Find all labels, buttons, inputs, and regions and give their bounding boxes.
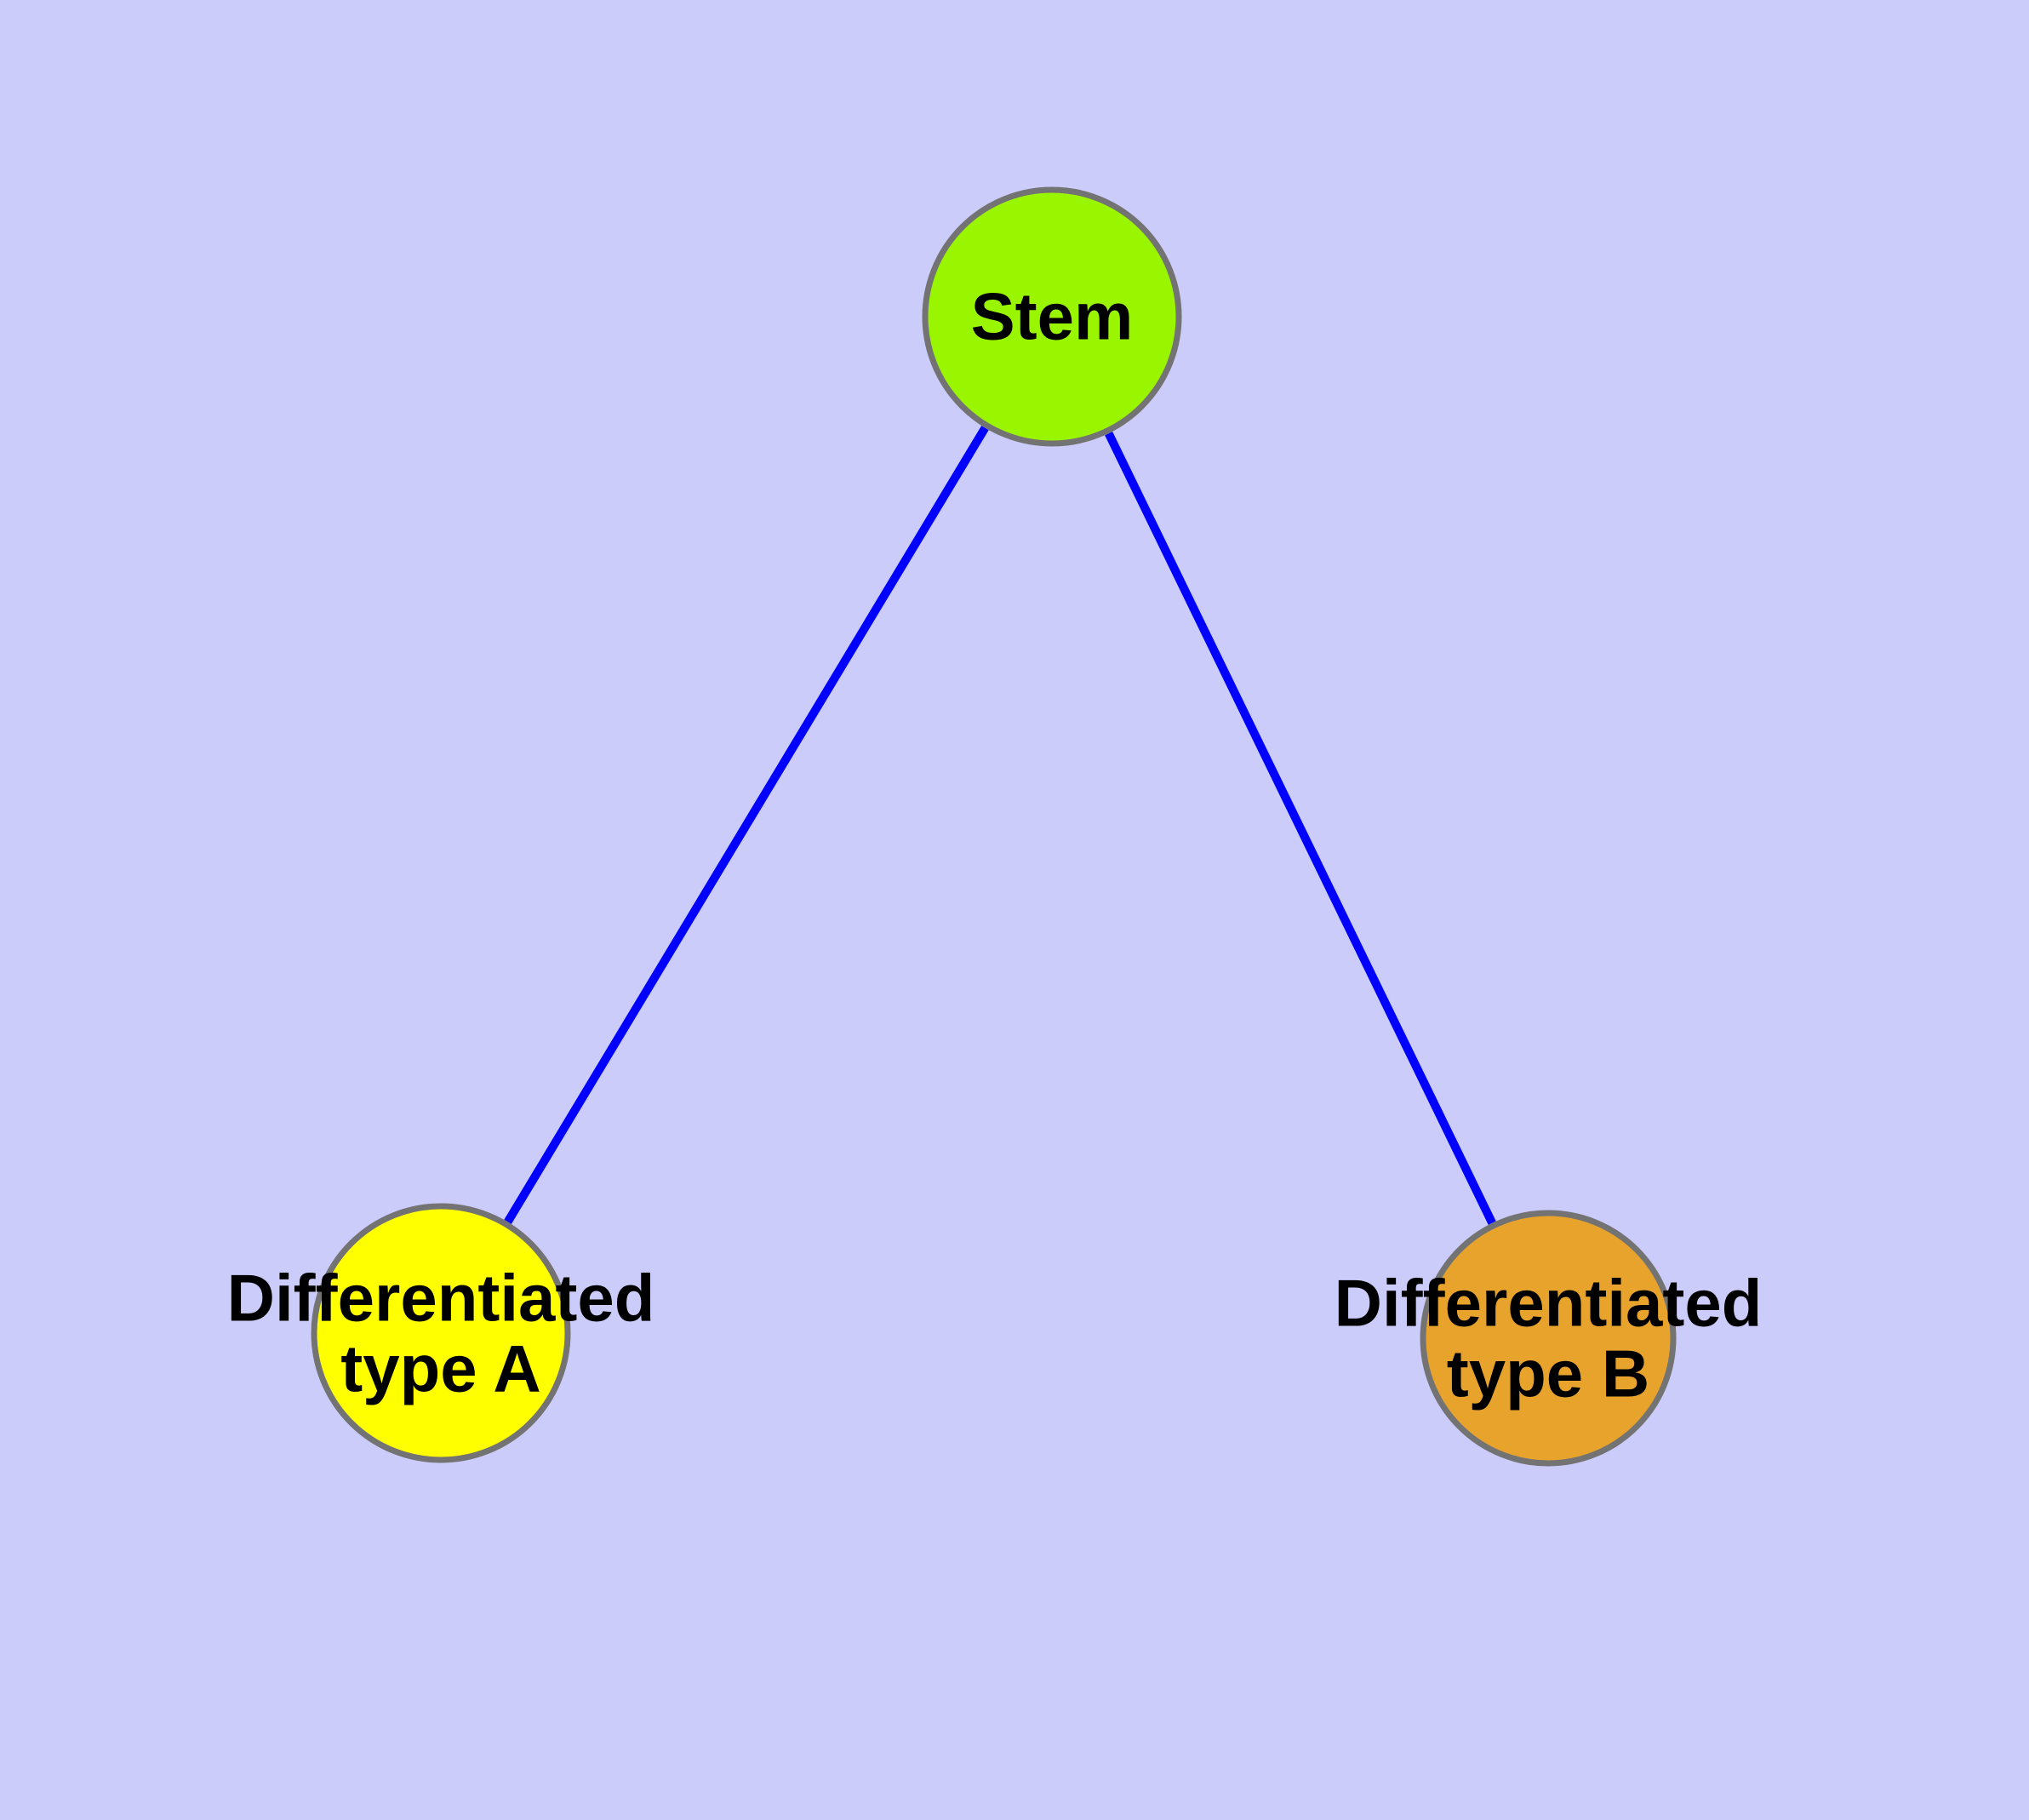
- node-diff-b[interactable]: [1420, 1210, 1677, 1467]
- node-diff-a[interactable]: [311, 1203, 571, 1463]
- node-layer: [311, 186, 1677, 1467]
- edge-layer: [504, 426, 1496, 1225]
- node-stem[interactable]: [922, 186, 1182, 447]
- edge-stem-to-diff-b: [1105, 431, 1496, 1225]
- edge-stem-to-diff-a: [504, 426, 989, 1224]
